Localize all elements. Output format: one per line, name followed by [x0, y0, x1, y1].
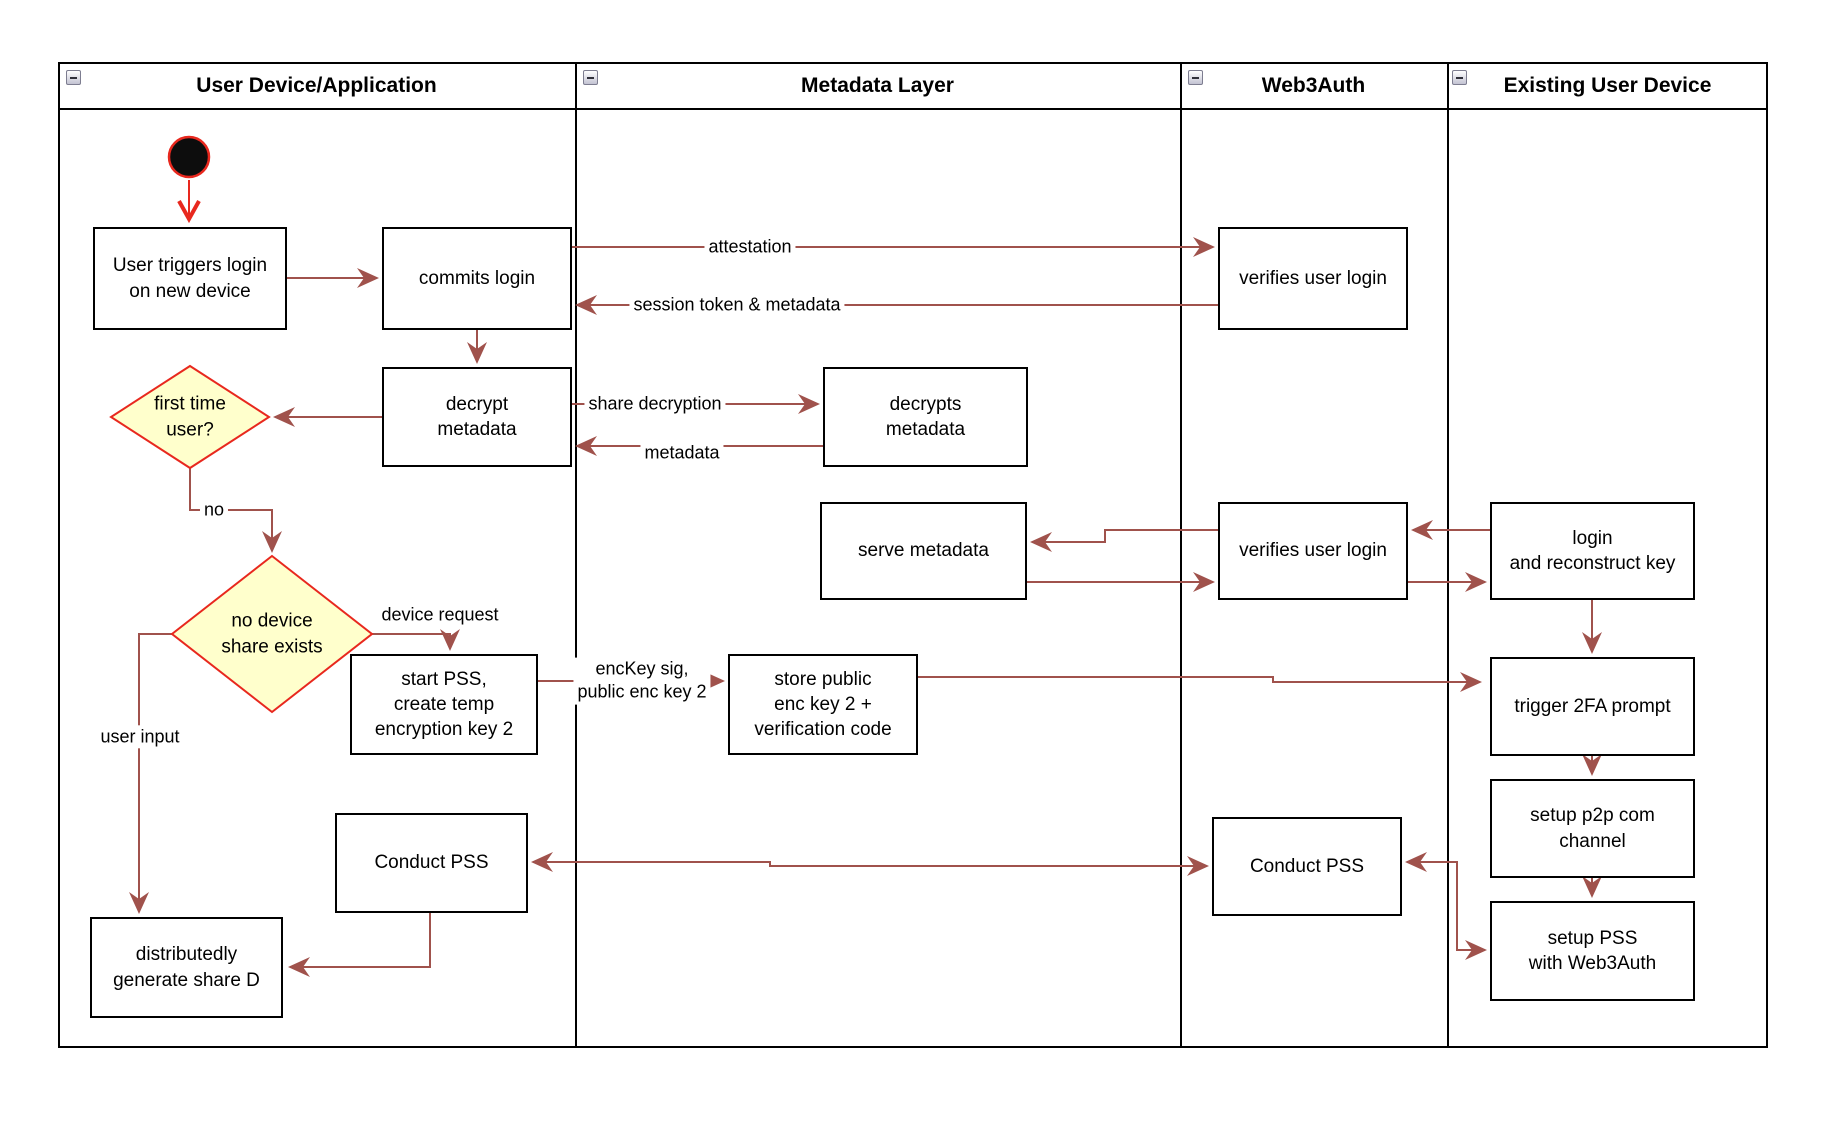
edge-device-request: [372, 629, 460, 651]
decision-no-device-share[interactable]: [170, 554, 374, 714]
edge-conduct-pss-link: [531, 852, 1209, 876]
edge-setuppss-conductpss: [1405, 852, 1487, 960]
lane-title-existing: Existing User Device: [1503, 74, 1712, 97]
lane-title-metadata: Metadata Layer: [801, 74, 954, 97]
edge-user-input: [129, 633, 172, 914]
node-serve-metadata[interactable]: serve metadata: [820, 502, 1027, 600]
node-trigger-2fa[interactable]: trigger 2FA prompt: [1490, 657, 1695, 756]
edge-label-enckey: encKey sig,public enc key 2: [573, 657, 711, 705]
edge-label-user-input: user input: [96, 725, 184, 749]
minus-icon: [1192, 77, 1199, 79]
edge-conduct-to-generate: [288, 913, 431, 977]
diagram-outer-border: [58, 62, 1768, 1048]
minus-icon: [70, 77, 77, 79]
edge-store-to-2fa: [918, 672, 1482, 692]
edge-label-no: no: [199, 498, 229, 522]
edge-label-share-decryption: share decryption: [584, 392, 726, 416]
collapse-icon[interactable]: [1188, 70, 1203, 85]
edge-label-session-token: session token & metadata: [629, 293, 845, 317]
node-conduct-pss-web3auth[interactable]: Conduct PSS: [1212, 817, 1402, 916]
header-separator: [58, 108, 1768, 110]
lane-title-web3auth: Web3Auth: [1261, 74, 1366, 97]
collapse-icon[interactable]: [583, 70, 598, 85]
node-conduct-pss-user[interactable]: Conduct PSS: [335, 813, 528, 913]
edge-no-branch: [189, 468, 282, 553]
collapse-icon[interactable]: [1452, 70, 1467, 85]
edge-label-attestation: attestation: [704, 235, 796, 259]
start-node[interactable]: [167, 135, 211, 179]
node-commits-login[interactable]: commits login: [382, 227, 572, 330]
lane-title-user-device: User Device/Application: [196, 74, 437, 97]
collapse-icon[interactable]: [66, 70, 81, 85]
edge-label-device-request: device request: [381, 604, 499, 625]
edge-verifies-to-serve: [1030, 529, 1218, 552]
lane-divider-3: [1447, 62, 1449, 1048]
minus-icon: [1456, 77, 1463, 79]
edge-label-metadata: metadata: [640, 441, 724, 465]
node-verifies-user-login-1[interactable]: verifies user login: [1218, 227, 1408, 330]
lane-divider-2: [1180, 62, 1182, 1048]
decision-first-time-user[interactable]: [109, 364, 271, 470]
node-verifies-user-login-2[interactable]: verifies user login: [1218, 502, 1408, 600]
lane-divider-1: [575, 62, 577, 1048]
minus-icon: [587, 77, 594, 79]
